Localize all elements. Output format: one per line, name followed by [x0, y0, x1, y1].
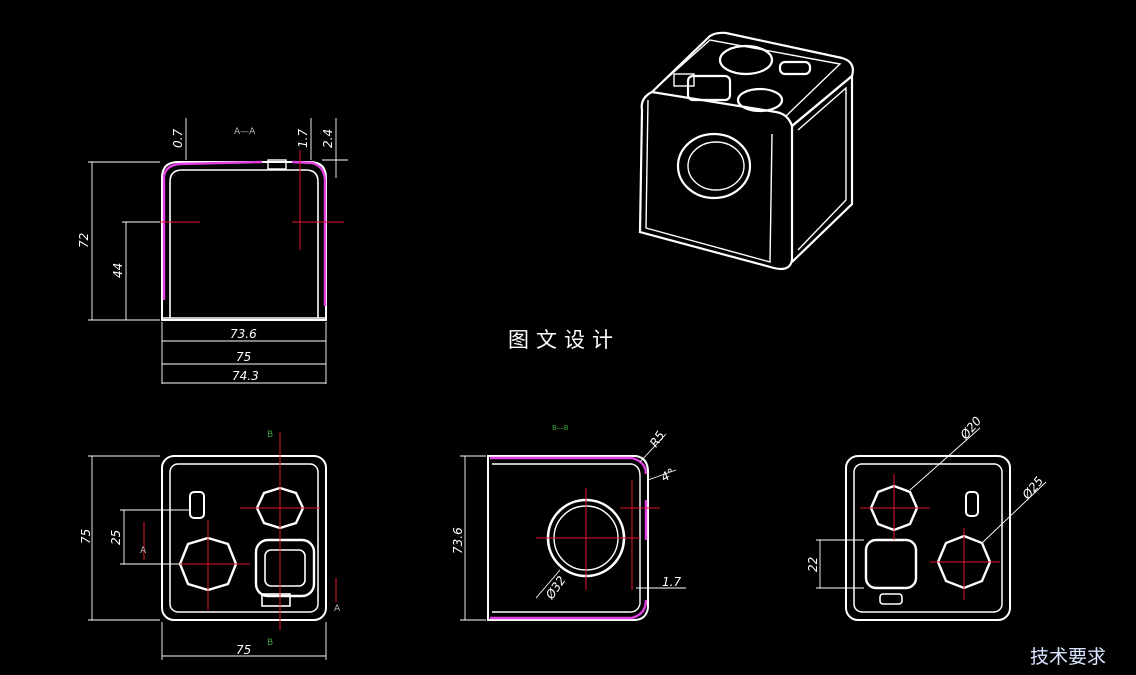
iso-top-hole-large: [718, 44, 774, 76]
section-view-a-a: A—A 0.7 1.7 2.4 72 44 73.6 75: [77, 118, 348, 384]
front-grid-ref-top: B: [267, 430, 273, 440]
dim-wall-right: 1.7: [296, 129, 310, 148]
dim-side-angle: 4°: [659, 466, 678, 485]
dim-side-height: 73.6: [451, 527, 465, 554]
back-outer-outline: [845, 455, 1011, 621]
iso-side-face: [791, 73, 854, 263]
side-ref-marker: B—B: [552, 424, 569, 432]
dim-outer-width: 75: [236, 350, 251, 364]
dim-inner-width: 73.6: [230, 327, 257, 341]
dim-side-radius: R5: [647, 429, 668, 450]
section-notch: [267, 159, 287, 170]
dim-leader-hole-large: [981, 481, 1047, 544]
dim-back-offset: 22: [806, 557, 820, 572]
section-inner-wall: [169, 169, 319, 318]
back-bottom-tab: [879, 593, 903, 605]
front-cut-marker-right: A: [334, 604, 341, 614]
dim-side-hole: Ø32: [542, 573, 568, 602]
dim-front-width: 75: [236, 643, 251, 657]
isometric-view: [638, 31, 854, 271]
back-slot: [965, 491, 979, 517]
dim-front-height: 75: [79, 529, 93, 544]
front-square-hole: [254, 538, 316, 598]
side-outline: [487, 455, 649, 621]
iso-top-face: [651, 31, 854, 127]
front-outer-outline: [161, 455, 327, 621]
front-bottom-tab: [261, 593, 291, 607]
dim-leader-radius: [639, 433, 667, 463]
front-view: B B A A 75 25 75: [79, 430, 341, 660]
iso-top-slot: [778, 60, 812, 76]
dim-wall-left: 0.7: [171, 129, 185, 148]
notes-title: 技术要求: [1030, 646, 1106, 668]
iso-front-face: [638, 90, 794, 271]
iso-top-tab: [673, 73, 695, 87]
back-inner-outline: [853, 463, 1003, 613]
front-cut-marker-left: A: [140, 546, 147, 556]
side-inner-outline: [492, 463, 641, 613]
section-outer-wall: [161, 161, 327, 321]
iso-front-hole-inner: [687, 141, 745, 191]
iso-front-hole: [676, 132, 752, 200]
side-cut-top: [490, 456, 648, 475]
dim-front-offset: 25: [109, 530, 123, 545]
iso-top-inner: [655, 39, 842, 117]
iso-top-square-hole: [686, 74, 732, 102]
dim-height: 72: [77, 233, 91, 248]
iso-top-hole-small: [736, 87, 784, 113]
dim-leader-hole-small: [909, 427, 981, 491]
iso-front-inner: [645, 99, 773, 263]
side-view: B—B 73.6 R5 4° Ø32 1.7: [451, 424, 686, 621]
front-grid-ref-bottom: B: [267, 638, 273, 648]
section-cut-right: [291, 160, 327, 306]
front-inner-outline: [169, 463, 319, 613]
watermark-text: 图文设计: [508, 328, 620, 352]
front-square-hole-inner: [264, 549, 306, 587]
section-label: A—A: [234, 127, 256, 137]
dim-leader-hole: [535, 569, 561, 599]
section-cut-left: [162, 160, 263, 300]
dim-back-hole-small: Ø20: [957, 414, 984, 443]
back-view: Ø20 Ø25 22: [806, 414, 1047, 621]
dim-leader-angle: [647, 469, 677, 481]
dim-back-hole-large: Ø25: [1019, 474, 1046, 503]
side-cut-bottom: [490, 599, 648, 620]
front-slot: [189, 491, 205, 519]
iso-side-inner: [797, 86, 847, 251]
dim-top-offset: 2.4: [321, 129, 335, 148]
dim-side-lip: 1.7: [662, 575, 681, 589]
back-square-hole: [864, 538, 918, 590]
dim-base-width: 74.3: [232, 369, 259, 383]
dim-inner-height: 44: [111, 263, 125, 278]
